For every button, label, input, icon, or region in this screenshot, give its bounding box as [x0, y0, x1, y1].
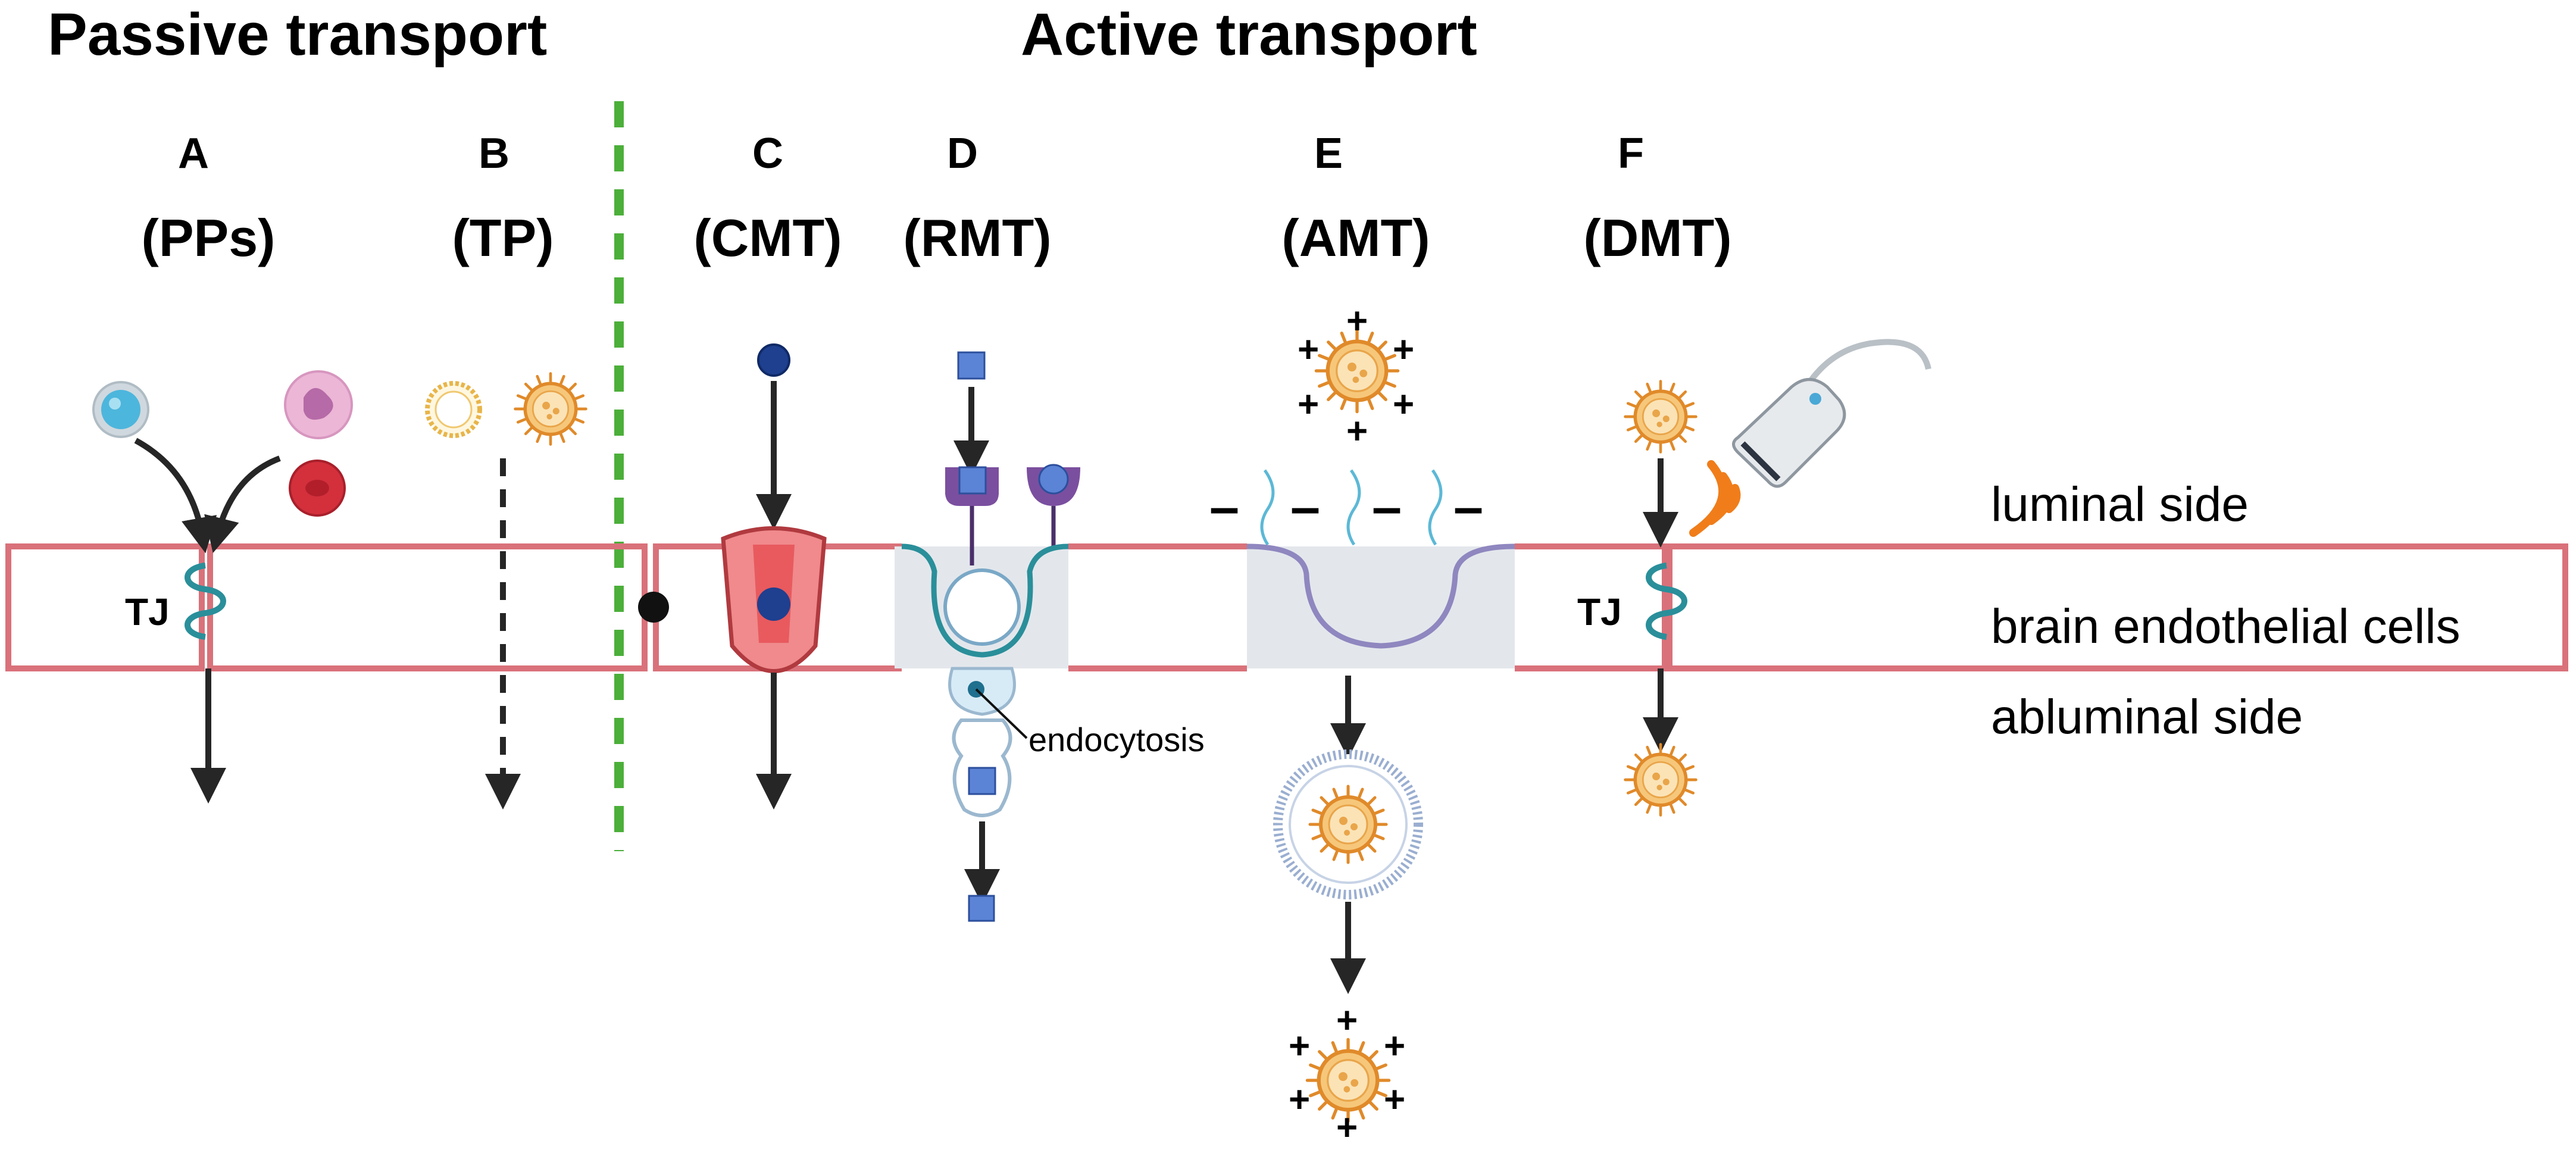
carrier-protein-icon [721, 526, 827, 673]
paracellular-arrow-left [134, 438, 217, 554]
abluminal-side-label: abluminal side [1991, 690, 2303, 744]
tight-junction-icon-f [1646, 562, 1687, 640]
paracellular-arrow-right [204, 455, 281, 554]
endocytosis-label: endocytosis [1028, 721, 1205, 758]
mechanism-letter-f: F [1618, 130, 1644, 177]
mechanism-abbr-tp: (TP) [452, 208, 554, 267]
internalized-nanoparticle-icon [1310, 786, 1386, 862]
svg-text:+: + [1289, 1079, 1310, 1120]
mechanism-abbr-dmt: (DMT) [1583, 208, 1731, 267]
svg-text:+: + [1393, 329, 1414, 370]
ligand-icon-d-top [957, 351, 986, 380]
svg-text:+: + [1346, 301, 1368, 342]
mechanism-abbr-rmt: (RMT) [903, 208, 1051, 267]
svg-text:+: + [1384, 1079, 1405, 1120]
mechanism-letter-e: E [1314, 130, 1343, 177]
blue-cell-icon [92, 381, 149, 438]
nanoparticle-icon-f-bottom [1625, 745, 1696, 815]
svg-text:–: – [1209, 477, 1239, 537]
positive-charges-top: + + + + + + [1298, 301, 1414, 452]
negative-charges: – – – – [1209, 477, 1483, 537]
tight-junction-icon-a [185, 562, 226, 640]
mechanism-letter-b: B [479, 130, 509, 177]
mechanism-letter-a: A [178, 130, 209, 177]
molecule-icon-c [757, 343, 790, 377]
svg-text:+: + [1298, 329, 1319, 370]
endothelial-cells-label: brain endothelial cells [1991, 599, 2461, 654]
ultrasound-probe-icon [1732, 339, 1931, 488]
mechanism-abbr-cmt: (CMT) [693, 208, 842, 267]
svg-text:+: + [1336, 1000, 1358, 1041]
svg-text:–: – [1290, 477, 1320, 537]
svg-text:+: + [1289, 1026, 1310, 1067]
mechanism-abbr-amt: (AMT) [1281, 208, 1430, 267]
luminal-side-label: luminal side [1991, 477, 2249, 532]
tight-junction-label-f: TJ [1577, 590, 1622, 633]
red-blood-cell-icon [289, 460, 346, 517]
mechanism-abbr-pps: (PPs) [142, 208, 276, 267]
svg-text:+: + [1298, 384, 1319, 425]
glycocalyx-icon [1260, 469, 1443, 546]
liposome-icon [425, 381, 482, 438]
positive-charges-bottom: + + + + + + [1289, 1000, 1405, 1148]
white-blood-cell-icon [284, 370, 353, 439]
cationic-nanoparticle-icon-top [1316, 330, 1398, 411]
ultrasound-waves-icon [1689, 460, 1741, 537]
nanoparticle-icon [515, 374, 586, 445]
svg-text:+: + [1393, 384, 1414, 425]
nanoparticle-icon-f-top [1625, 382, 1696, 452]
tight-junction-label-a: TJ [125, 590, 170, 633]
svg-text:–: – [1453, 477, 1483, 537]
mechanism-letter-d: D [947, 130, 978, 177]
active-transport-heading: Active transport [1021, 1, 1477, 68]
ligand-icon-d-bottom [968, 895, 995, 922]
svg-text:+: + [1336, 1107, 1358, 1148]
membrane-dot-icon [638, 592, 669, 623]
svg-text:–: – [1372, 477, 1402, 537]
receptor-icon [895, 464, 1080, 668]
passive-transport-heading: Passive transport [48, 1, 547, 68]
svg-text:+: + [1346, 411, 1368, 452]
svg-text:+: + [1384, 1026, 1405, 1067]
mechanism-letter-c: C [752, 130, 783, 177]
adsorptive-vesicle-icon [1246, 543, 1515, 668]
endocytic-vesicle-icon [948, 667, 1028, 817]
